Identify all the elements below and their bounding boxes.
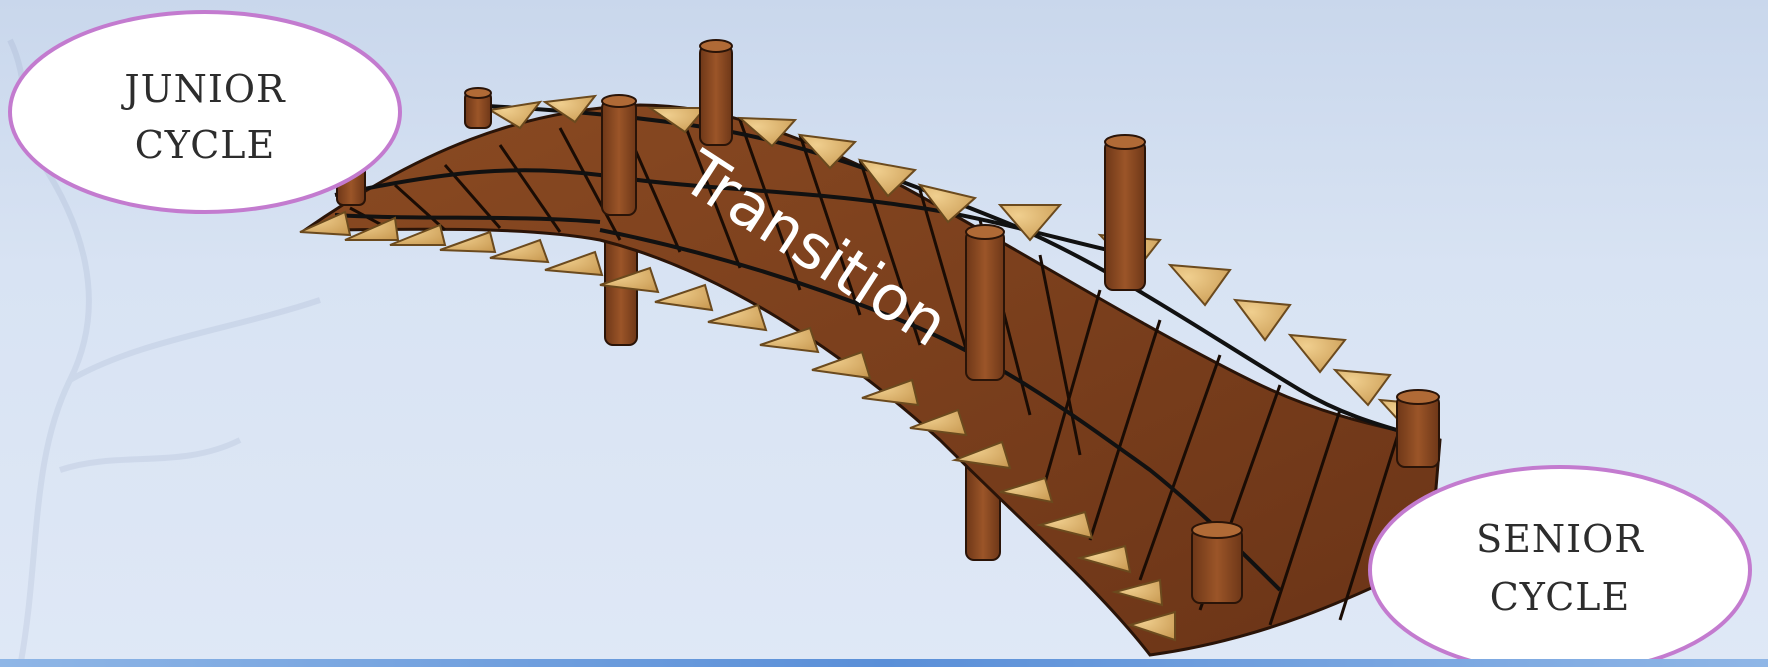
bridge-illustration (300, 40, 1440, 655)
bridge-post (1397, 395, 1439, 467)
senior-cycle-label-line2: CYCLE (1490, 575, 1631, 619)
bridge-post (700, 45, 732, 145)
senior-cycle-oval (1370, 467, 1750, 667)
senior-cycle-node: SENIOR CYCLE (1370, 467, 1750, 667)
senior-cycle-label-line1: SENIOR (1476, 517, 1644, 561)
bridge-post (1105, 140, 1145, 290)
bridge-post (1192, 528, 1242, 603)
junior-cycle-label-line2: CYCLE (135, 123, 276, 167)
bottom-accent-bar (0, 659, 1768, 667)
junior-cycle-oval (10, 12, 400, 212)
bridge-post (966, 230, 1004, 380)
junior-cycle-node: JUNIOR CYCLE (10, 12, 400, 212)
junior-cycle-label-line1: JUNIOR (120, 67, 286, 111)
bridge-deck (305, 105, 1440, 655)
bridge-post (602, 100, 636, 215)
